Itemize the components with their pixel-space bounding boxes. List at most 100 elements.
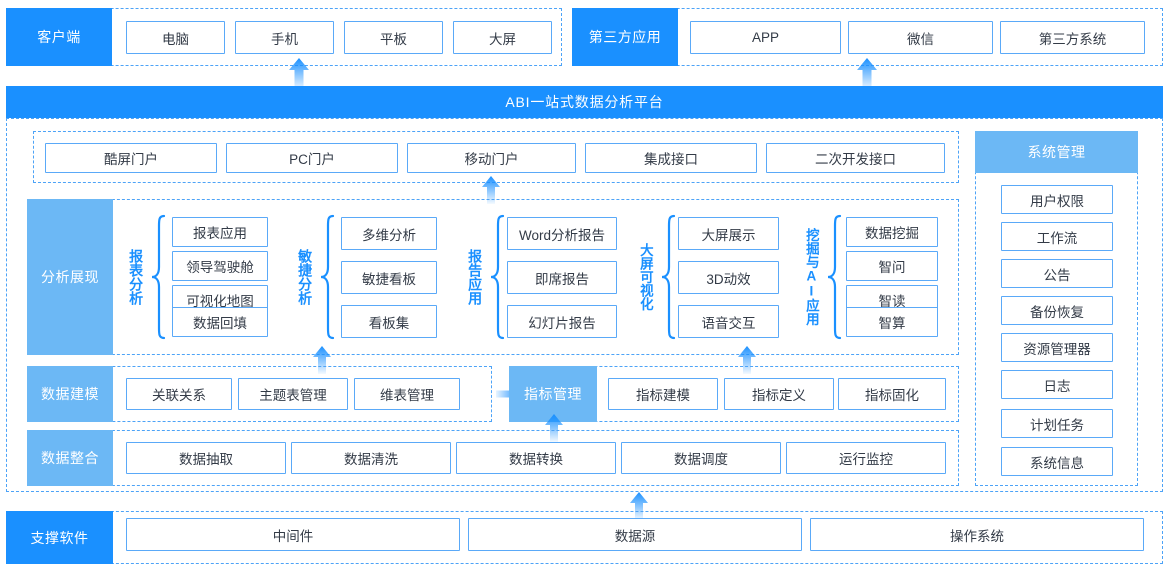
analysis-item-shuju-wajue-label: 数据挖掘 <box>865 226 919 241</box>
client-item-tablet-label: 平板 <box>380 31 407 47</box>
metric-item-dingyi-label: 指标定义 <box>752 388 806 403</box>
data-integration-item-diaodu[interactable]: 数据调度 <box>621 442 781 474</box>
system-management-item-system-info[interactable]: 系统信息 <box>1001 447 1113 476</box>
data-integration-item-chouqu[interactable]: 数据抽取 <box>126 442 286 474</box>
platform-banner: ABI一站式数据分析平台 <box>6 86 1163 118</box>
analysis-item-slide-report-label: 幻灯片报告 <box>528 315 596 331</box>
analysis-item-jixi-report[interactable]: 即席报告 <box>507 261 617 294</box>
data-integration-item-qingxi-label: 数据清洗 <box>344 452 398 467</box>
analysis-item-minjie-kanban[interactable]: 敏捷看板 <box>341 261 437 294</box>
system-management-item-backup[interactable]: 备份恢复 <box>1001 296 1113 325</box>
analysis-item-lingdao-jiashicang-label: 领导驾驶舱 <box>186 260 254 275</box>
third-party-item-system[interactable]: 第三方系统 <box>1000 21 1145 54</box>
system-management-tag-label: 系统管理 <box>1027 144 1086 160</box>
analysis-item-voice-interaction-label: 语音交互 <box>701 315 756 331</box>
analysis-group-label-baobiao: 报表分析 <box>126 216 146 338</box>
system-management-item-system-info-label: 系统信息 <box>1030 455 1084 471</box>
data-integration-item-jiankong[interactable]: 运行监控 <box>786 442 946 474</box>
analysis-item-zhiwen[interactable]: 智问 <box>846 251 938 281</box>
analysis-section-tag-label: 分析展现 <box>41 269 99 285</box>
portal-item-integration-api-label: 集成接口 <box>644 152 698 167</box>
data-integration-tag-label: 数据整合 <box>41 450 99 466</box>
analysis-item-word-report[interactable]: Word分析报告 <box>507 217 617 250</box>
data-modeling-item-guanlian-label: 关联关系 <box>152 388 206 403</box>
analysis-item-baobiao-yingyong-label: 报表应用 <box>193 226 247 241</box>
portal-item-kuping[interactable]: 酷屏门户 <box>45 143 217 173</box>
portal-item-secondary-dev-api-label: 二次开发接口 <box>815 152 896 167</box>
client-item-largescreen[interactable]: 大屏 <box>453 21 552 54</box>
analysis-item-slide-report[interactable]: 幻灯片报告 <box>507 305 617 338</box>
data-modeling-tag: 数据建模 <box>27 366 113 422</box>
analysis-item-shuju-wajue[interactable]: 数据挖掘 <box>846 217 938 247</box>
portal-item-pc[interactable]: PC门户 <box>226 143 398 173</box>
analysis-item-voice-interaction[interactable]: 语音交互 <box>678 305 779 338</box>
support-software-item-middleware[interactable]: 中间件 <box>126 518 460 551</box>
third-party-row-tag: 第三方应用 <box>572 8 678 66</box>
analysis-group-label-baobiao-text: 报表分析 <box>128 249 145 305</box>
third-party-item-app[interactable]: APP <box>690 21 841 54</box>
system-management-item-log[interactable]: 日志 <box>1001 370 1113 399</box>
analysis-item-3d-effect-label: 3D动效 <box>706 271 751 287</box>
portal-item-mobile[interactable]: 移动门户 <box>407 143 576 173</box>
client-row-tag-label: 客户端 <box>37 29 81 45</box>
analysis-item-baobiao-yingyong[interactable]: 报表应用 <box>172 217 268 247</box>
analysis-item-zhidu-label: 智读 <box>878 294 906 309</box>
system-management-item-resource-manager[interactable]: 资源管理器 <box>1001 333 1113 362</box>
metric-item-guhua[interactable]: 指标固化 <box>838 378 946 410</box>
analysis-item-kanbanji[interactable]: 看板集 <box>341 305 437 338</box>
analysis-section-tag: 分析展现 <box>27 199 113 355</box>
system-management-item-permission[interactable]: 用户权限 <box>1001 185 1113 214</box>
data-integration-item-zhuanhuan-label: 数据转换 <box>509 452 563 467</box>
analysis-item-word-report-label: Word分析报告 <box>518 227 605 243</box>
system-management-item-backup-label: 备份恢复 <box>1030 304 1084 320</box>
analysis-item-kanbanji-label: 看板集 <box>368 315 410 331</box>
client-item-mobile[interactable]: 手机 <box>235 21 334 54</box>
analysis-item-zhisuan-label: 智算 <box>878 316 906 331</box>
third-party-item-wechat[interactable]: 微信 <box>848 21 993 54</box>
third-party-item-wechat-label: 微信 <box>907 31 934 47</box>
support-software-item-middleware-label: 中间件 <box>272 528 314 544</box>
data-integration-tag: 数据整合 <box>27 430 113 486</box>
metric-item-dingyi[interactable]: 指标定义 <box>724 378 834 410</box>
analysis-item-lingdao-jiashicang[interactable]: 领导驾驶舱 <box>172 251 268 281</box>
analysis-item-zhisuan[interactable]: 智算 <box>846 307 938 337</box>
analysis-group-label-baogao: 报告应用 <box>465 216 485 338</box>
support-software-item-os[interactable]: 操作系统 <box>810 518 1144 551</box>
analysis-group-label-baogao-text: 报告应用 <box>467 249 484 305</box>
analysis-group-label-minjie-text: 敏捷分析 <box>297 249 314 305</box>
analysis-item-3d-effect[interactable]: 3D动效 <box>678 261 779 294</box>
analysis-item-shuju-huitian-label: 数据回填 <box>193 316 247 331</box>
portal-item-integration-api[interactable]: 集成接口 <box>585 143 757 173</box>
platform-banner-title: ABI一站式数据分析平台 <box>505 94 664 110</box>
data-modeling-item-weibiao[interactable]: 维表管理 <box>354 378 460 410</box>
data-integration-item-zhuanhuan[interactable]: 数据转换 <box>456 442 616 474</box>
system-management-item-resource-manager-label: 资源管理器 <box>1023 341 1091 357</box>
metric-item-guhua-label: 指标固化 <box>865 388 919 403</box>
analysis-item-daping-zhanshi[interactable]: 大屏展示 <box>678 217 779 250</box>
system-management-item-announcement-label: 公告 <box>1043 267 1071 283</box>
system-management-item-workflow[interactable]: 工作流 <box>1001 222 1113 251</box>
portal-item-secondary-dev-api[interactable]: 二次开发接口 <box>766 143 945 173</box>
data-modeling-item-guanlian[interactable]: 关联关系 <box>126 378 232 410</box>
platform-body-container <box>6 118 1163 492</box>
data-modeling-item-zhutibiao[interactable]: 主题表管理 <box>238 378 348 410</box>
support-software-item-os-label: 操作系统 <box>950 528 1004 544</box>
client-item-pc-label: 电脑 <box>162 31 189 47</box>
system-management-item-scheduled-task[interactable]: 计划任务 <box>1001 409 1113 438</box>
support-software-item-datasource[interactable]: 数据源 <box>468 518 802 551</box>
analysis-item-duowei-fenxi-label: 多维分析 <box>362 227 416 243</box>
client-item-tablet[interactable]: 平板 <box>344 21 443 54</box>
data-modeling-tag-label: 数据建模 <box>41 386 99 402</box>
client-item-pc[interactable]: 电脑 <box>126 21 225 54</box>
support-software-tag-label: 支撑软件 <box>30 529 89 546</box>
analysis-item-duowei-fenxi[interactable]: 多维分析 <box>341 217 437 250</box>
data-integration-item-diaodu-label: 数据调度 <box>674 452 728 467</box>
analysis-item-shuju-huitian[interactable]: 数据回填 <box>172 307 268 337</box>
data-integration-item-chouqu-label: 数据抽取 <box>179 452 233 467</box>
data-integration-item-qingxi[interactable]: 数据清洗 <box>291 442 451 474</box>
system-management-item-scheduled-task-label: 计划任务 <box>1030 417 1084 433</box>
system-management-item-workflow-label: 工作流 <box>1036 230 1078 246</box>
system-management-item-announcement[interactable]: 公告 <box>1001 259 1113 288</box>
metric-item-jianmo[interactable]: 指标建模 <box>608 378 718 410</box>
